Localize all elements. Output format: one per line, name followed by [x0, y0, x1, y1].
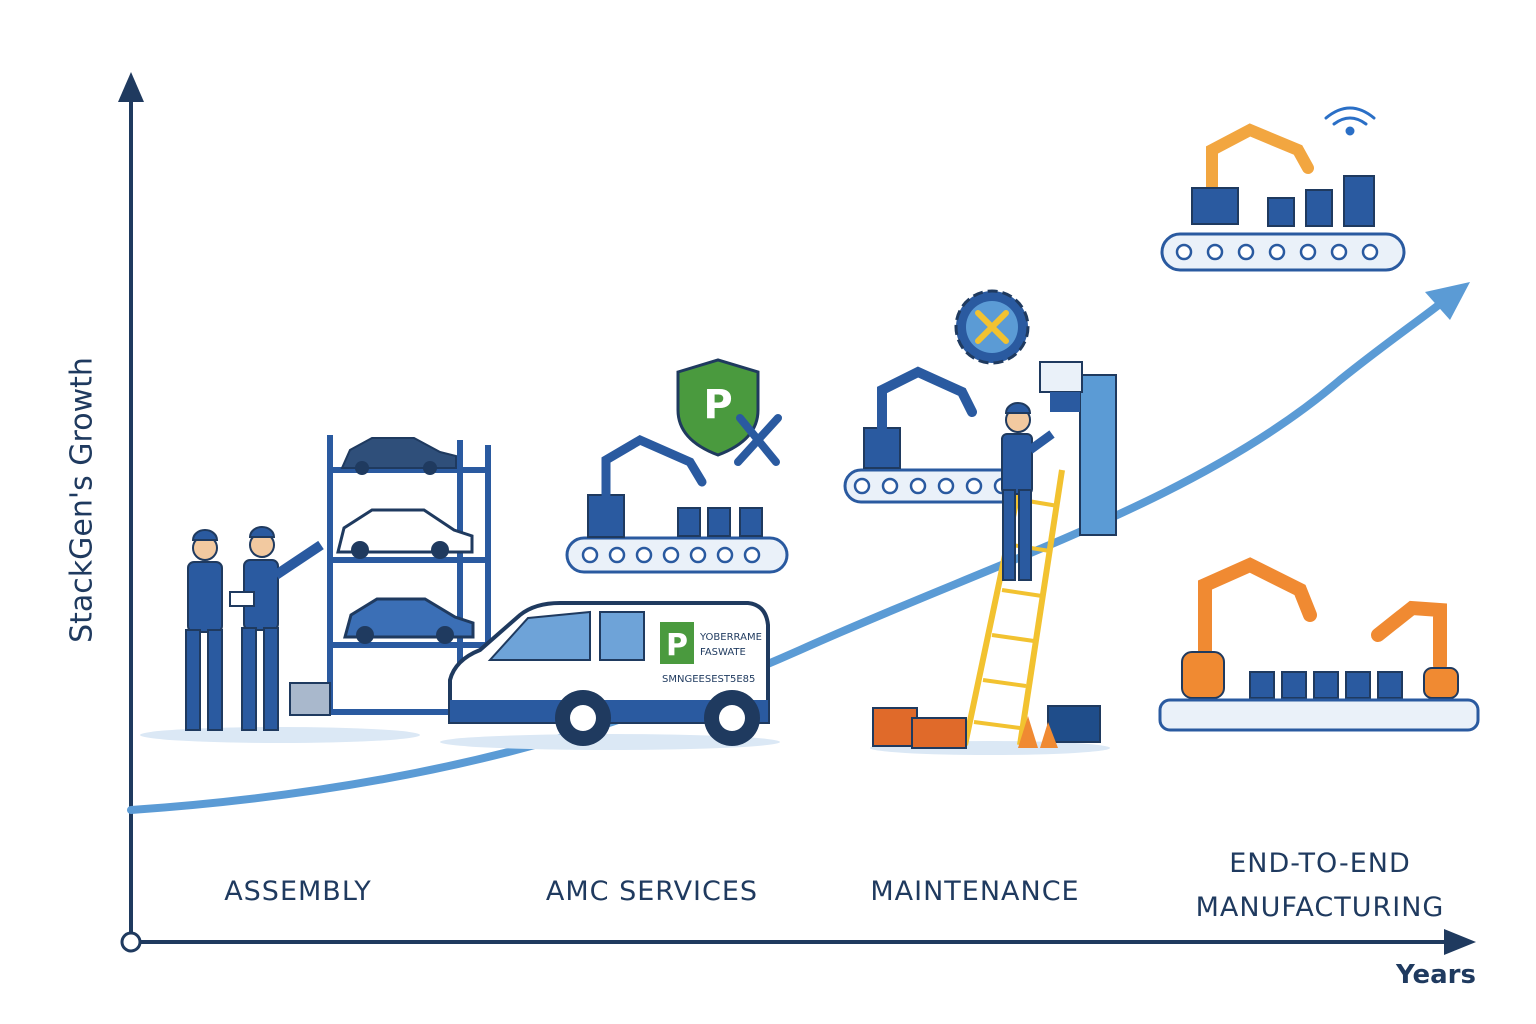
assembly-illustration — [140, 435, 495, 743]
wifi-icon — [1324, 106, 1376, 136]
stage-label-end-to-end-manufacturing: END-TO-END MANUFACTURING — [1195, 848, 1445, 923]
x-axis — [131, 929, 1476, 955]
origin-marker — [120, 931, 142, 953]
conveyor-belt — [1158, 698, 1480, 732]
y-axis — [118, 72, 144, 940]
van-text-line-3: SMNGEESEST5E85 — [662, 674, 755, 685]
traffic-cone-icon — [1018, 716, 1058, 748]
worker-figure — [185, 529, 223, 731]
shield-badge-letter: P — [703, 382, 732, 428]
car-icon — [343, 597, 475, 644]
van-text-line-2: FASWATE — [700, 647, 746, 658]
van-text-line-1: YOBERRAME — [699, 632, 762, 643]
gear-icon — [954, 289, 1030, 365]
machine-column — [1039, 361, 1117, 536]
amc-illustration: P P YOBERRAME FASWATE SMNGEESEST5E85 — [440, 358, 789, 750]
conveyor-belt — [843, 468, 1027, 504]
growth-curve-arrow — [127, 282, 1470, 814]
conveyor-belt — [565, 507, 789, 574]
robot-arm-icon — [863, 366, 977, 469]
van-logo-letter: P — [666, 628, 688, 663]
wrench-screwdriver-icon — [734, 414, 782, 466]
x-axis-label: Years — [1396, 960, 1476, 990]
shield-badge-icon: P — [676, 358, 760, 457]
maintenance-illustration — [843, 289, 1117, 755]
stage-label-amc-services: AMC SERVICES — [545, 876, 759, 907]
robot-arm-icon — [1206, 123, 1314, 198]
car-icon — [340, 437, 457, 475]
battery-row — [1249, 671, 1403, 699]
car-icon — [336, 508, 474, 559]
clipboard-icon — [229, 591, 255, 607]
stage-label-assembly: ASSEMBLY — [224, 876, 372, 907]
service-van: P YOBERRAME FASWATE SMNGEESEST5E85 — [448, 601, 770, 746]
robot-arm-icon — [587, 434, 707, 538]
toolbox-icon — [872, 705, 1101, 749]
conveyor-belt — [1160, 232, 1406, 272]
worker-figure — [241, 526, 324, 731]
battery-row — [1267, 175, 1375, 227]
y-axis-label: StackGen's Growth — [64, 357, 100, 643]
stage-label-maintenance: MAINTENANCE — [870, 876, 1080, 907]
robot-arm-icon — [1198, 557, 1447, 672]
technician-figure — [1001, 402, 1055, 581]
automated-line-bottom — [1158, 557, 1480, 732]
automated-line-top — [1160, 106, 1406, 272]
